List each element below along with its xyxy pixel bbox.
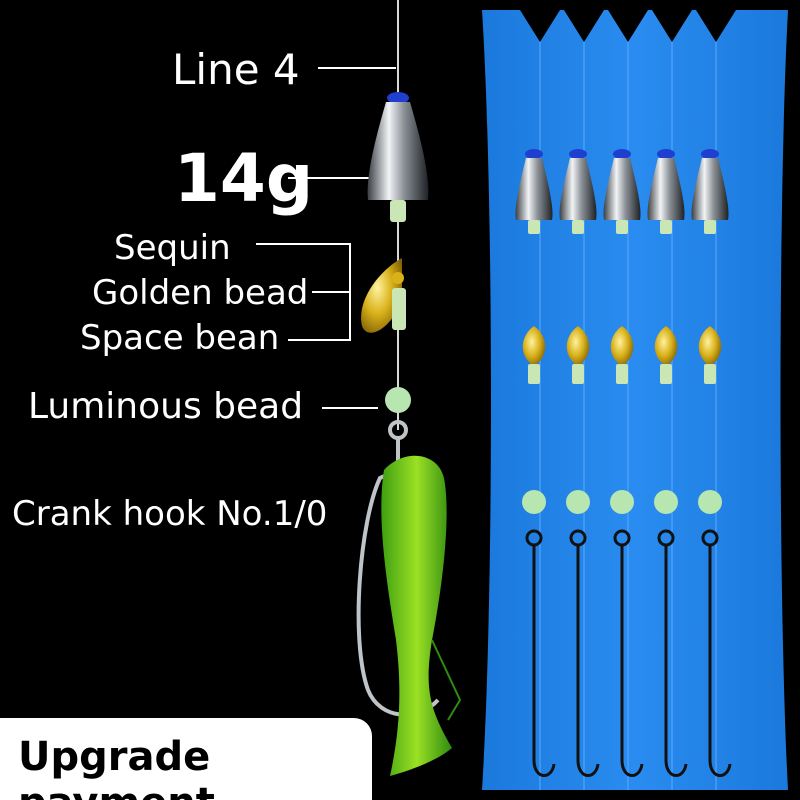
luminous-bead [385, 387, 411, 413]
board-rig-1 [515, 149, 556, 777]
banner-text: Upgrade payment [18, 734, 215, 800]
board-rig-2 [559, 149, 600, 777]
storage-board [482, 10, 788, 790]
label-space-bean: Space bean [80, 318, 280, 358]
soft-lure [381, 455, 462, 776]
board-rig-5 [691, 149, 732, 777]
label-weight: 14g [174, 140, 314, 217]
label-luminous-bead: Luminous bead [28, 386, 304, 427]
label-golden-bead: Golden bead [92, 273, 309, 313]
sequin-blade [361, 258, 406, 333]
board-rig-3 [603, 149, 644, 777]
label-sequin: Sequin [114, 228, 231, 268]
label-crank-hook: Crank hook No.1/0 [12, 494, 328, 534]
bullet-sinker [367, 92, 429, 222]
upgrade-banner: Upgrade payment [0, 718, 372, 800]
label-line: Line 4 [172, 45, 300, 94]
rig-set [515, 149, 732, 777]
board-rig-4 [647, 149, 688, 777]
